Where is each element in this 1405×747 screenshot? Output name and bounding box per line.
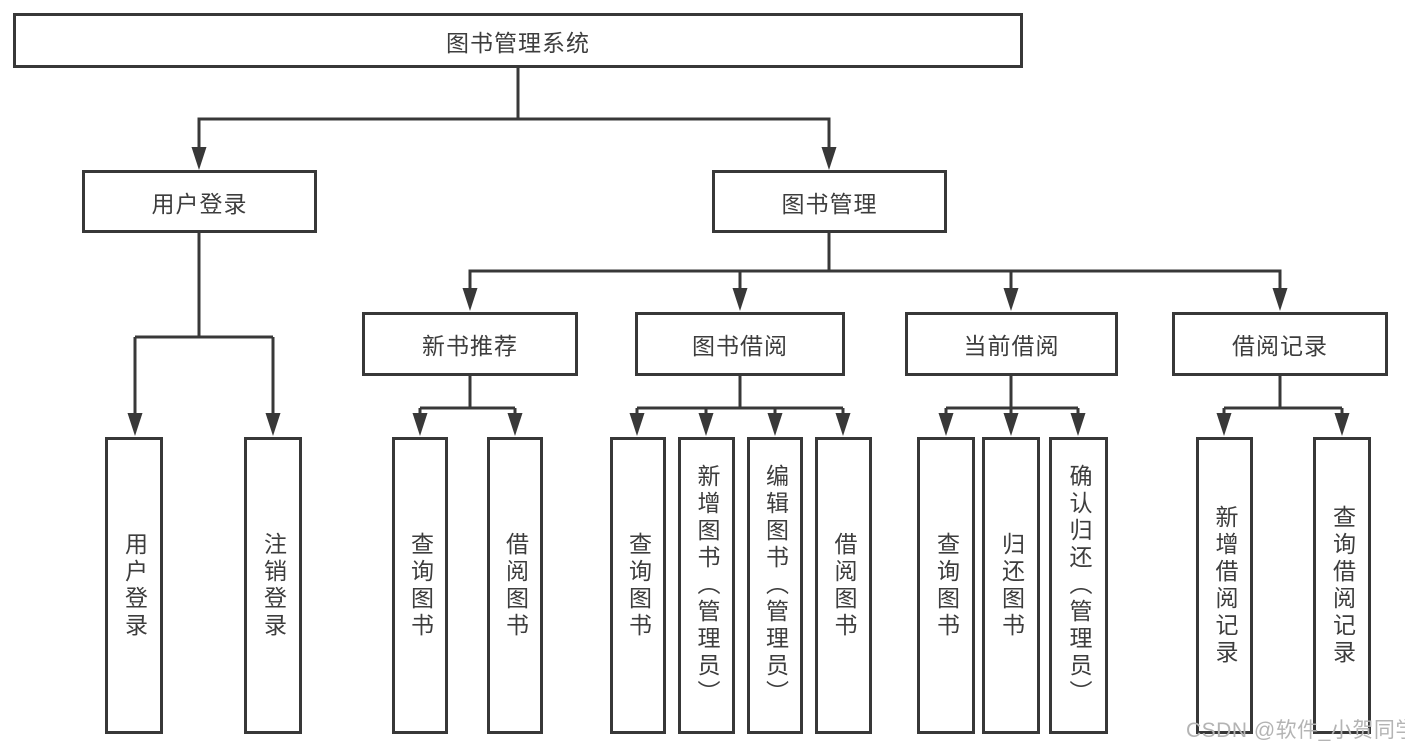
arrowhead-down-icon [507, 413, 523, 436]
leaf-query-books-recommend: 查询图书 [392, 437, 448, 734]
arrowhead-down-icon [412, 413, 428, 436]
connector-borrow-records-subtree [1222, 376, 1344, 417]
connector-book-management-to-level3 [468, 233, 1282, 292]
arrowhead-down-icon [127, 413, 143, 436]
node-borrow-records: 借阅记录 [1172, 312, 1388, 376]
arrowhead-down-icon [821, 147, 837, 170]
node-book-management: 图书管理 [712, 170, 947, 233]
leaf-query-borrow-record-label: 查询借阅记录 [1329, 504, 1356, 667]
node-book-management-label: 图书管理 [781, 190, 878, 217]
arrowhead-down-icon [265, 413, 281, 436]
leaf-add-books-admin-label: 新增图书（管理员） [694, 464, 720, 707]
node-book-borrow: 图书借阅 [635, 312, 845, 376]
node-root: 图书管理系统 [13, 13, 1023, 68]
leaf-borrow-books: 借阅图书 [815, 437, 872, 734]
node-new-book-recommend-label: 新书推荐 [422, 333, 518, 359]
arrowhead-down-icon [938, 413, 954, 436]
leaf-add-borrow-record-label: 新增借阅记录 [1212, 504, 1238, 667]
arrowhead-down-icon [1003, 288, 1019, 311]
leaf-query-books-borrow: 查询图书 [610, 437, 666, 734]
arrowhead-down-icon [1272, 288, 1288, 311]
arrowhead-down-icon [462, 288, 478, 311]
leaf-edit-books-admin-label: 编辑图书（管理员） [762, 464, 789, 707]
leaf-borrow-books-label: 借阅图书 [831, 531, 857, 640]
arrowhead-down-icon [191, 147, 207, 170]
watermark: CSDN @软件_小贺同学 [1186, 719, 1405, 742]
leaf-confirm-return-admin-label: 确认归还（管理员） [1066, 464, 1092, 707]
connector-new-book-recommend-subtree [418, 376, 517, 417]
connector-current-borrow-subtree [944, 376, 1080, 417]
leaf-edit-books-admin: 编辑图书（管理员） [747, 437, 803, 734]
leaf-user-login: 用户登录 [105, 437, 163, 734]
connector-root-to-level2 [197, 68, 831, 150]
node-root-label: 图书管理系统 [446, 29, 590, 56]
node-new-book-recommend: 新书推荐 [362, 312, 578, 376]
leaf-query-books-recommend-label: 查询图书 [407, 531, 434, 640]
node-borrow-records-label: 借阅记录 [1232, 333, 1328, 359]
leaf-query-books-current: 查询图书 [917, 437, 975, 734]
leaf-user-login-label: 用户登录 [121, 531, 148, 640]
arrowhead-down-icon [767, 413, 783, 436]
leaf-query-books-current-label: 查询图书 [933, 531, 960, 640]
connector-user-login-subtree [133, 233, 275, 417]
leaf-logout: 注销登录 [244, 437, 302, 734]
arrowhead-down-icon [732, 288, 748, 311]
node-current-borrow-label: 当前借阅 [963, 333, 1060, 359]
node-current-borrow: 当前借阅 [905, 312, 1118, 376]
arrowhead-down-icon [1334, 413, 1350, 436]
leaf-add-borrow-record: 新增借阅记录 [1196, 437, 1253, 734]
node-book-borrow-label: 图书借阅 [692, 333, 788, 359]
leaf-borrow-books-recommend: 借阅图书 [487, 437, 543, 734]
leaf-return-books: 归还图书 [982, 437, 1040, 734]
leaf-borrow-books-recommend-label: 借阅图书 [502, 531, 529, 640]
connector-book-borrow-subtree [635, 376, 845, 417]
arrowhead-down-icon [629, 413, 645, 436]
arrowhead-down-icon [1003, 413, 1019, 436]
node-user-login: 用户登录 [82, 170, 317, 233]
leaf-query-borrow-record: 查询借阅记录 [1313, 437, 1371, 734]
leaf-query-books-borrow-label: 查询图书 [625, 531, 652, 640]
arrowhead-down-icon [1070, 413, 1086, 436]
arrowhead-down-icon [698, 413, 714, 436]
leaf-add-books-admin: 新增图书（管理员） [678, 437, 735, 734]
leaf-confirm-return-admin: 确认归还（管理员） [1049, 437, 1108, 734]
leaf-return-books-label: 归还图书 [998, 531, 1025, 640]
arrowhead-down-icon [835, 413, 851, 436]
arrowhead-down-icon [1216, 413, 1232, 436]
leaf-logout-label: 注销登录 [260, 531, 287, 640]
node-user-login-label: 用户登录 [151, 190, 248, 217]
